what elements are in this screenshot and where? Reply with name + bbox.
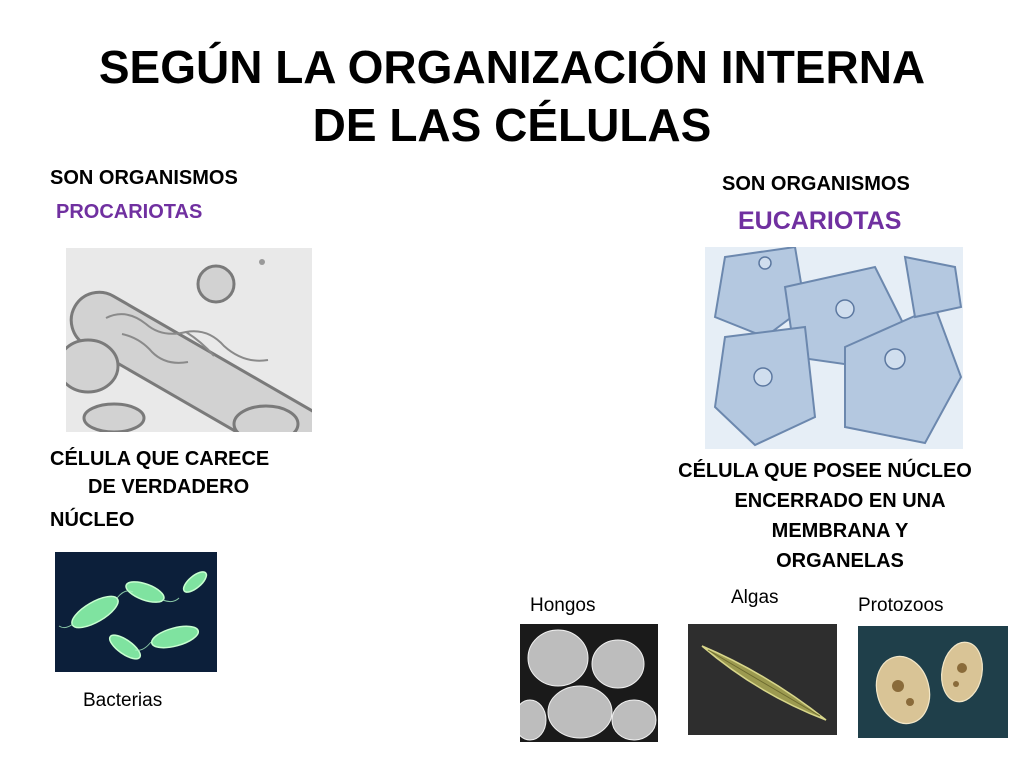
eukaryote-heading: SON ORGANISMOS (722, 173, 910, 195)
eukaryote-desc-line-3: MEMBRANA Y (771, 520, 909, 542)
algae-image (688, 624, 837, 735)
prokaryote-desc-line-3: NÚCLEO (50, 509, 135, 531)
prokaryote-desc-line-1: CÉLULA QUE CARECE (50, 448, 270, 470)
prokaryote-label: PROCARIOTAS (56, 201, 203, 223)
protozoa-image (858, 626, 1008, 738)
bacteria-caption: Bacterias (83, 690, 163, 711)
fungi-caption: Hongos (530, 595, 596, 616)
prokaryote-cell-micrograph (66, 248, 312, 432)
eukaryote-desc-line-1: CÉLULA QUE POSEE NÚCLEO (678, 460, 972, 482)
eukaryote-desc-line-4: ORGANELAS (776, 550, 904, 572)
slide-title-line-1: SEGÚN LA ORGANIZACIÓN INTERNA (98, 41, 926, 93)
fungi-image (520, 624, 658, 742)
prokaryote-desc-line-2: DE VERDADERO (88, 476, 250, 498)
eukaryote-label: EUCARIOTAS (738, 207, 902, 235)
eukaryote-desc-line-2: ENCERRADO EN UNA (734, 490, 946, 512)
slide-title: SEGÚN LA ORGANIZACIÓN INTERNA DE LAS CÉL… (0, 38, 1024, 154)
prokaryote-heading: SON ORGANISMOS (50, 167, 238, 189)
protozoa-caption: Protozoos (858, 595, 944, 616)
algae-caption: Algas (731, 587, 779, 608)
bacteria-image (55, 552, 217, 672)
slide-title-line-2: DE LAS CÉLULAS (312, 99, 712, 151)
eukaryote-cell-micrograph (705, 247, 963, 449)
